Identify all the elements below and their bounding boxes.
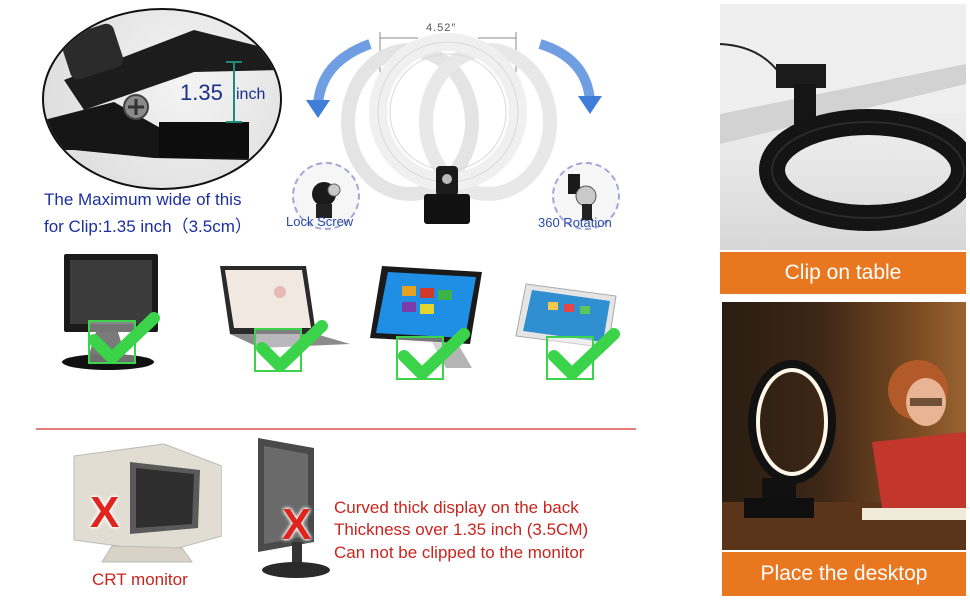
check-icon xyxy=(256,320,328,372)
clip-illustration xyxy=(44,23,280,160)
lock-screw-detail xyxy=(292,162,360,230)
ring-rotation-diagram xyxy=(306,32,602,224)
laptop-icon xyxy=(220,266,350,348)
woman-with-ring-light-image xyxy=(722,360,966,550)
compatible-laptop xyxy=(210,262,360,377)
section-divider xyxy=(36,428,636,430)
rotation-detail xyxy=(552,162,620,230)
ipad-icon xyxy=(515,283,617,349)
clip-caption-line1: The Maximum wide of this xyxy=(44,190,242,209)
clip-caption-line2: for Clip:1.35 inch（3.5cm） xyxy=(44,217,252,236)
place-desktop-photo xyxy=(722,302,966,550)
compatible-tablet xyxy=(362,264,492,380)
crt-monitor-icon xyxy=(73,443,223,563)
compatible-ipad xyxy=(512,282,624,380)
lock-screw-icon xyxy=(312,182,341,218)
clip-dimension-unit: inch xyxy=(236,86,266,103)
x-icon: X xyxy=(90,488,120,537)
compatible-monitor xyxy=(60,250,170,380)
ring-measurement: 4.52″ xyxy=(426,22,457,34)
crt-monitor-label: CRT monitor xyxy=(92,570,188,589)
thick-monitor-icon xyxy=(258,438,330,578)
clip-on-table-photo xyxy=(720,4,966,250)
tablet-icon xyxy=(370,266,482,368)
curved-monitor: X xyxy=(250,434,332,587)
clip-closeup-image xyxy=(42,8,282,190)
x-icon: X xyxy=(282,500,312,549)
ring-light-on-table-image xyxy=(720,4,966,231)
warning-line-3: Can not be clipped to the monitor xyxy=(334,543,585,562)
check-icon xyxy=(398,328,470,380)
clip-on-table-banner: Clip on table xyxy=(720,252,966,294)
place-desktop-banner: Place the desktop xyxy=(722,552,966,596)
rotation-joint-icon xyxy=(568,174,597,220)
crt-monitor: X xyxy=(72,436,223,571)
warning-line-2: Thickness over 1.35 inch (3.5CM) xyxy=(334,520,589,539)
warning-line-1: Curved thick display on the back xyxy=(334,498,579,517)
check-icon xyxy=(548,328,620,380)
check-icon xyxy=(88,312,160,364)
rotation-label: 360 Rotation xyxy=(538,215,612,230)
clip-dimension-value: 1.35 xyxy=(180,80,223,105)
lock-screw-label: Lock Screw xyxy=(286,214,354,229)
